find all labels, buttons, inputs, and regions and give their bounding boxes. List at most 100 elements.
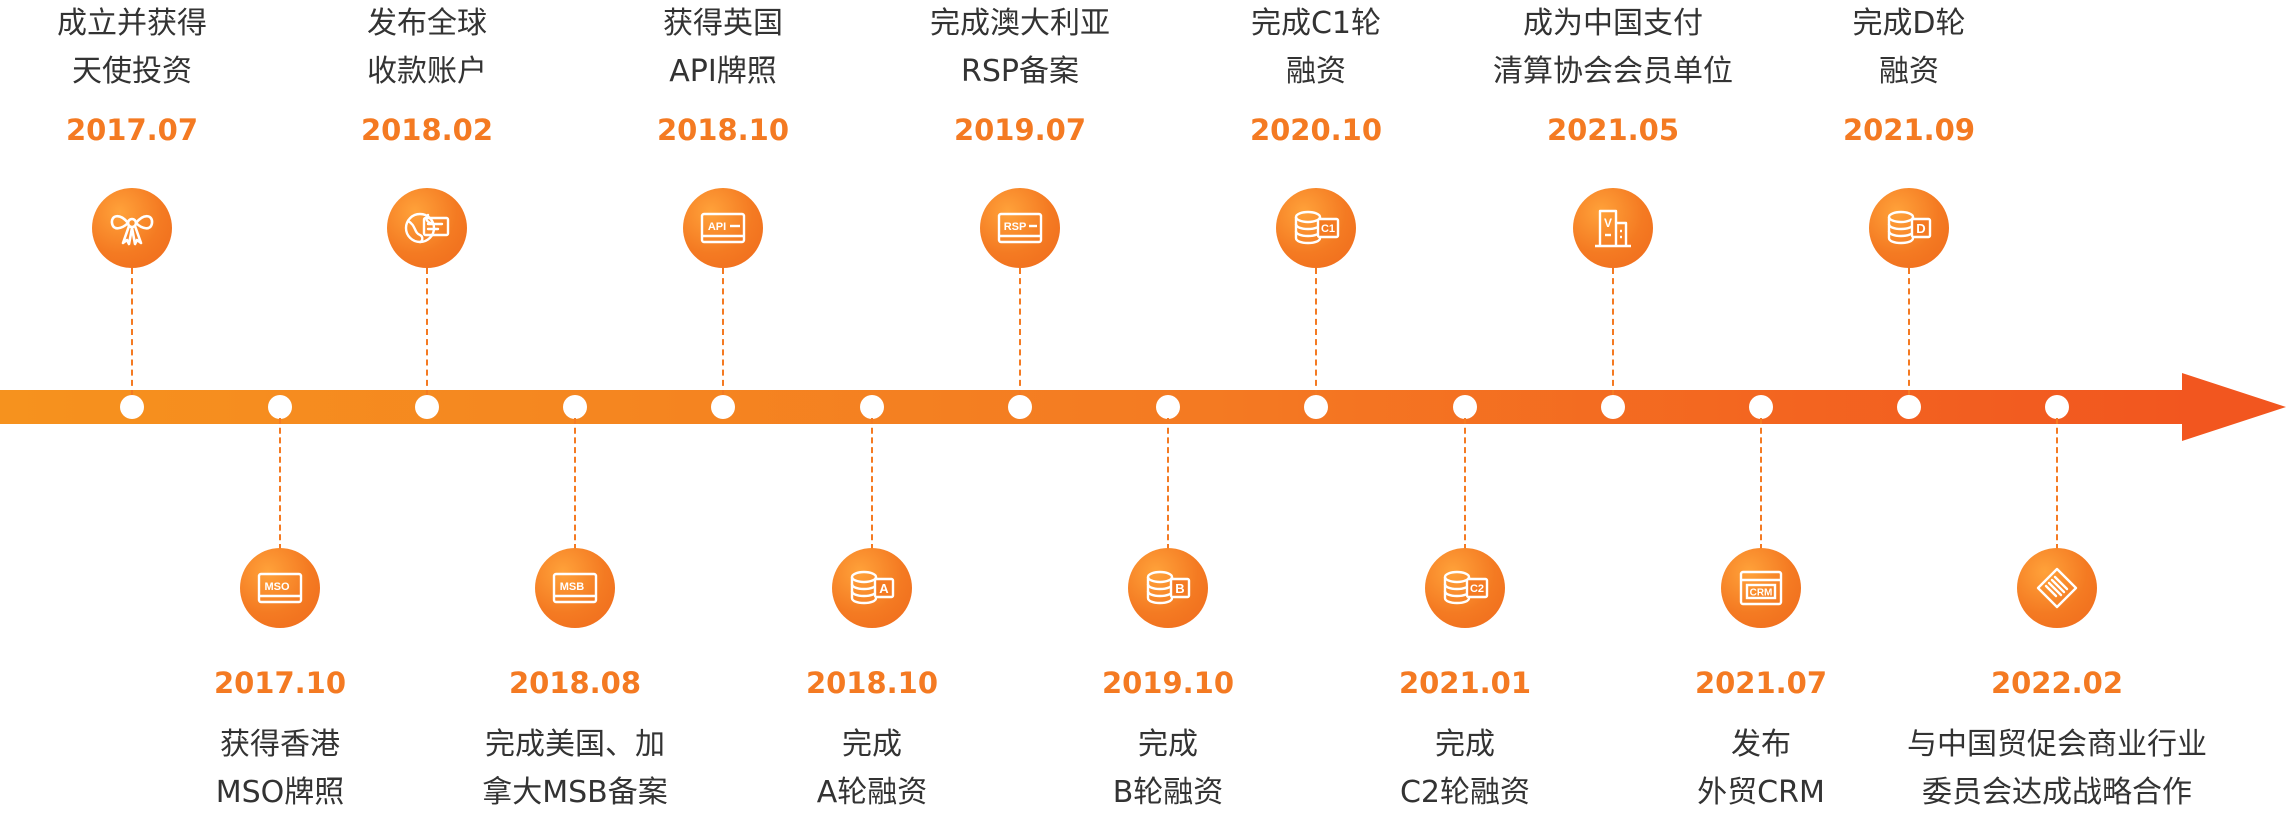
- milestone-date: 2021.01: [1398, 666, 1532, 700]
- milestone-desc-line1: 获得英国: [663, 6, 783, 41]
- svg-text:MSO: MSO: [264, 581, 290, 593]
- milestone-desc-line2: 清算协会会员单位: [1493, 54, 1733, 89]
- milestone-desc-line1: 获得香港: [220, 727, 340, 762]
- milestone-description: 完成 C2轮融资: [1295, 721, 1635, 817]
- milestone-desc-line2: B轮融资: [1112, 775, 1224, 810]
- milestone-description: 发布全球 收款账户: [257, 0, 597, 96]
- globe-card-icon: [387, 188, 467, 268]
- svg-text:RSP: RSP: [1004, 221, 1027, 233]
- milestone-desc-line1: 完成美国、加: [485, 727, 665, 762]
- timeline-dot: [563, 395, 587, 419]
- timeline-dot: [1008, 395, 1032, 419]
- milestone-connector: [574, 418, 576, 550]
- milestone-desc-line2: 委员会达成战略合作: [1922, 775, 2192, 810]
- milestone-date: 2018.08: [508, 666, 642, 700]
- crm-card-icon: CRM: [1721, 548, 1801, 628]
- milestone-description: 获得香港 MSO牌照: [110, 721, 450, 817]
- milestone-date: 2022.02: [1990, 666, 2124, 700]
- ribbon-icon: [92, 188, 172, 268]
- milestone-date: 2019.07: [953, 113, 1087, 147]
- milestone-desc-line2: 外贸CRM: [1697, 775, 1825, 810]
- milestone-description: 完成D轮 融资: [1739, 0, 2079, 96]
- milestone-desc-line2: 收款账户: [367, 54, 487, 89]
- timeline-dot: [415, 395, 439, 419]
- api-card-icon: API: [683, 188, 763, 268]
- timeline-dot: [1156, 395, 1180, 419]
- milestone-desc-line1: 发布全球: [367, 6, 487, 41]
- milestone-desc-line2: API牌照: [669, 54, 777, 89]
- milestone-connector: [131, 268, 133, 396]
- timeline-dot: [120, 395, 144, 419]
- milestone-connector: [426, 268, 428, 396]
- timeline-dot: [1304, 395, 1328, 419]
- milestone-date: 2017.07: [65, 113, 199, 147]
- milestone-connector: [1167, 418, 1169, 550]
- svg-text:A: A: [879, 581, 889, 596]
- svg-text:MSB: MSB: [560, 581, 585, 593]
- milestone-desc-line1: 完成澳大利亚: [930, 6, 1110, 41]
- milestone-description: 获得英国 API牌照: [553, 0, 893, 96]
- milestone-connector: [2056, 418, 2058, 550]
- milestone-desc-line1: 完成: [842, 727, 902, 762]
- milestone-connector: [722, 268, 724, 396]
- milestone-connector: [1019, 268, 1021, 396]
- milestone-desc-line2: A轮融资: [816, 775, 928, 810]
- milestone-description: 完成 A轮融资: [702, 721, 1042, 817]
- mso-card-icon: MSO: [240, 548, 320, 628]
- milestone-desc-line1: 完成: [1435, 727, 1495, 762]
- svg-text:C1: C1: [1321, 223, 1335, 235]
- milestone-description: 完成 B轮融资: [998, 721, 1338, 817]
- milestone-connector: [1760, 418, 1762, 550]
- milestone-desc-line2: 天使投资: [72, 54, 192, 89]
- svg-text:B: B: [1175, 581, 1184, 596]
- milestone-date: 2021.07: [1694, 666, 1828, 700]
- svg-text:API: API: [708, 221, 726, 233]
- timeline-dot: [711, 395, 735, 419]
- coin-stack-c2-icon: C2: [1425, 548, 1505, 628]
- milestone-desc-line1: 发布: [1731, 727, 1791, 762]
- milestone-desc-line1: 与中国贸促会商业行业: [1907, 727, 2207, 762]
- timeline-dot: [1601, 395, 1625, 419]
- milestone-date: 2019.10: [1101, 666, 1235, 700]
- timeline-bar: [0, 390, 2195, 424]
- milestone-desc-line2: C2轮融资: [1399, 775, 1531, 810]
- milestone-desc-line1: 成为中国支付: [1523, 6, 1703, 41]
- timeline-arrowhead: [2182, 373, 2286, 441]
- milestone-connector: [1908, 268, 1910, 396]
- coin-stack-d-icon: D: [1869, 188, 1949, 268]
- milestone-date: 2021.09: [1842, 113, 1976, 147]
- milestone-desc-line2: 融资: [1879, 54, 1939, 89]
- milestone-date: 2017.10: [213, 666, 347, 700]
- milestone-date: 2021.05: [1546, 113, 1680, 147]
- svg-text:D: D: [1916, 221, 1925, 236]
- timeline-dot: [1749, 395, 1773, 419]
- milestone-desc-line1: 完成: [1138, 727, 1198, 762]
- timeline-dot: [1453, 395, 1477, 419]
- milestone-desc-line1: 完成D轮: [1852, 6, 1966, 41]
- svg-text:C2: C2: [1470, 583, 1484, 595]
- milestone-desc-line2: 融资: [1286, 54, 1346, 89]
- milestone-desc-line1: 完成C1轮: [1250, 6, 1382, 41]
- coin-stack-a-icon: A: [832, 548, 912, 628]
- coin-stack-b-icon: B: [1128, 548, 1208, 628]
- milestone-connector: [279, 418, 281, 550]
- milestone-date: 2018.10: [656, 113, 790, 147]
- handshake-card-icon: [2017, 548, 2097, 628]
- milestone-desc-line2: 拿大MSB备案: [482, 775, 668, 810]
- milestone-desc-line1: 成立并获得: [57, 6, 207, 41]
- timeline-dot: [860, 395, 884, 419]
- milestone-description: 完成美国、加 拿大MSB备案: [405, 721, 745, 817]
- svg-text:V: V: [1604, 216, 1612, 230]
- timeline-dot: [1897, 395, 1921, 419]
- milestone-description: 与中国贸促会商业行业 委员会达成战略合作: [1887, 721, 2227, 817]
- milestone-description: 成立并获得 天使投资: [0, 0, 302, 96]
- milestone-description: 完成C1轮 融资: [1146, 0, 1486, 96]
- timeline-dot: [2045, 395, 2069, 419]
- milestone-desc-line2: RSP备案: [961, 54, 1079, 89]
- building-icon: V: [1573, 188, 1653, 268]
- milestone-date: 2018.02: [360, 113, 494, 147]
- milestone-description: 成为中国支付 清算协会会员单位: [1443, 0, 1783, 96]
- svg-text:CRM: CRM: [1750, 588, 1773, 599]
- milestone-connector: [871, 418, 873, 550]
- milestone-date: 2020.10: [1249, 113, 1383, 147]
